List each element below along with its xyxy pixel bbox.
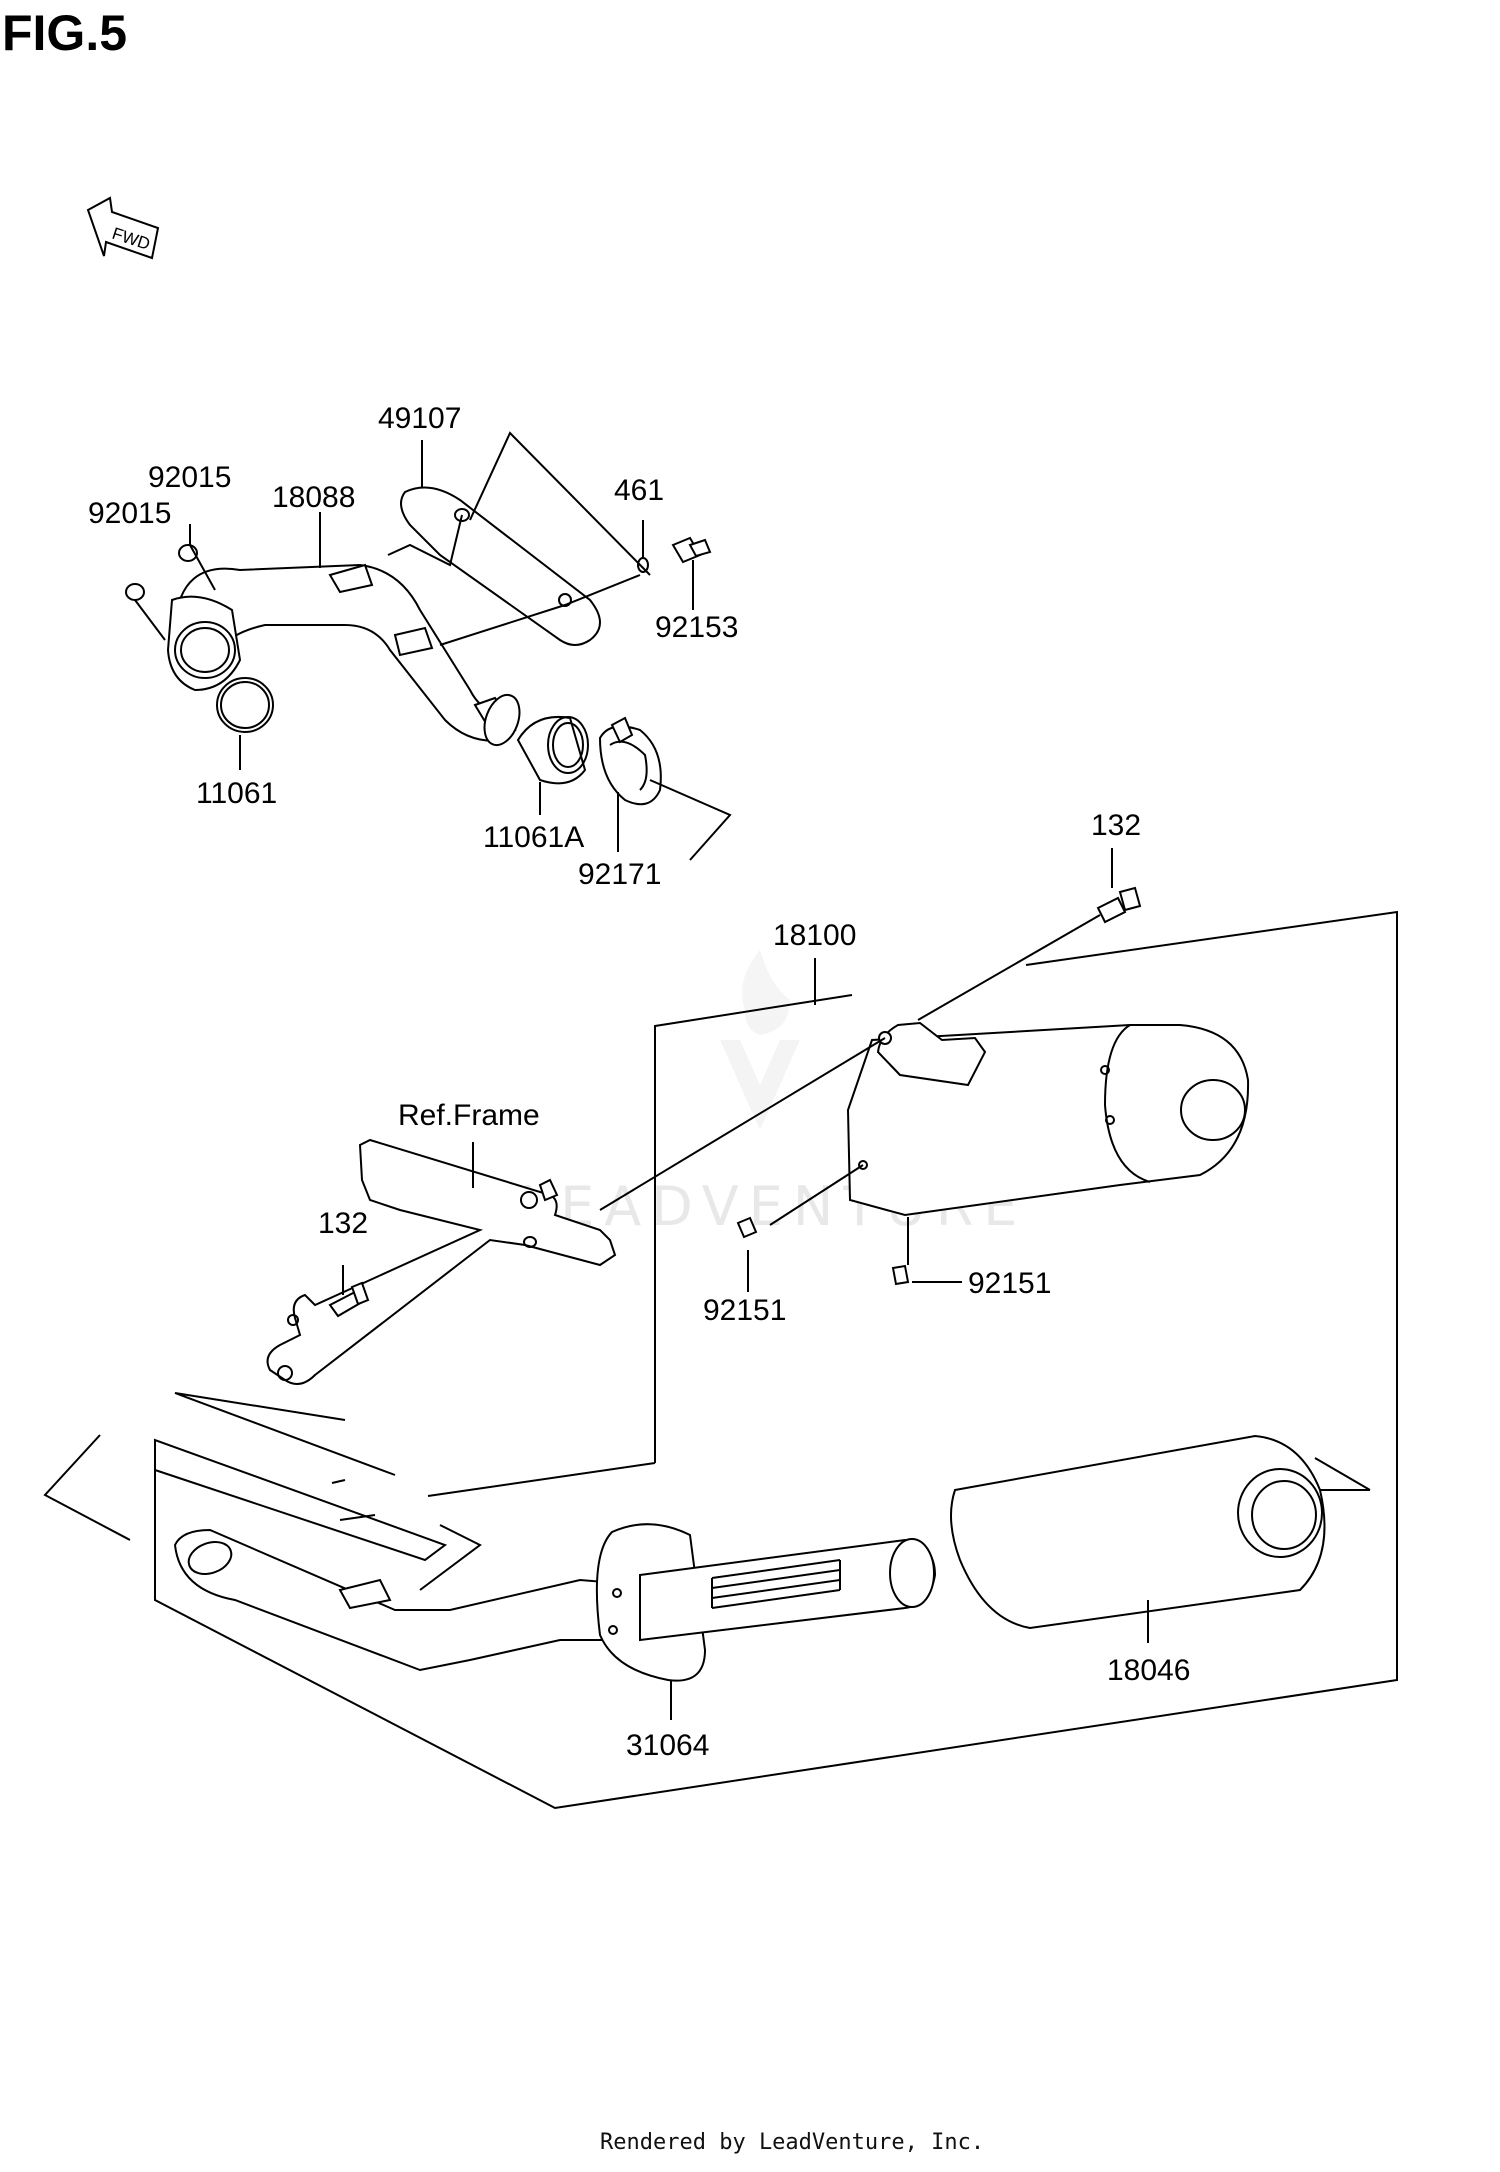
- header-pipe-18088: [166, 563, 521, 747]
- bolt-92151-left: [736, 1216, 758, 1239]
- gasket-11061A: [516, 716, 589, 785]
- watermark-logo: [720, 950, 800, 1130]
- silencer-core-31064: [595, 1523, 937, 1682]
- ref-frame-bracket: [266, 1138, 617, 1385]
- pipe-cover-49107: [400, 486, 601, 646]
- leader-lines-upper: [134, 431, 732, 861]
- part-label-132-top: 132: [1091, 809, 1141, 842]
- part-label-18046: 18046: [1107, 1654, 1190, 1687]
- part-label-92015-b: 92015: [88, 497, 171, 530]
- muffler-18100: [846, 1021, 1250, 1217]
- mid-pipe: [173, 1528, 614, 1672]
- part-label-92151-right: 92151: [968, 1267, 1051, 1300]
- part-label-461: 461: [614, 474, 664, 507]
- part-label-92151-left: 92151: [703, 1294, 786, 1327]
- bolt-92153: [671, 536, 712, 564]
- bolt-132-top: [1096, 886, 1142, 924]
- part-label-92015-a: 92015: [148, 461, 231, 494]
- part-label-92153: 92153: [655, 611, 738, 644]
- leader-lines-lower: [670, 1457, 1371, 1720]
- part-label-31064: 31064: [626, 1729, 709, 1762]
- part-label-132-left: 132: [318, 1207, 368, 1240]
- part-label-ref-frame: Ref.Frame: [398, 1099, 540, 1132]
- bolt-132-left: [328, 1281, 370, 1318]
- clamp-92171: [598, 716, 662, 806]
- part-label-18088: 18088: [272, 481, 355, 514]
- footer-credit: Rendered by LeadVenture, Inc.: [600, 2130, 985, 2155]
- leader-lines-middle: [342, 848, 1113, 1295]
- nut-92015-b: [125, 583, 145, 601]
- part-label-11061: 11061: [196, 777, 277, 810]
- fwd-arrow-icon: FWD: [86, 196, 160, 260]
- part-label-92171: 92171: [578, 858, 661, 891]
- outer-shell-18046: [950, 1434, 1326, 1630]
- bolt-92151-right: [891, 1264, 910, 1286]
- part-label-49107: 49107: [378, 402, 461, 435]
- part-label-18100: 18100: [773, 919, 856, 952]
- part-label-11061A: 11061A: [483, 821, 584, 854]
- figure-title: FIG.5: [2, 5, 128, 61]
- gasket-11061: [216, 677, 274, 733]
- assembly-outline-18100: [43, 910, 1398, 1810]
